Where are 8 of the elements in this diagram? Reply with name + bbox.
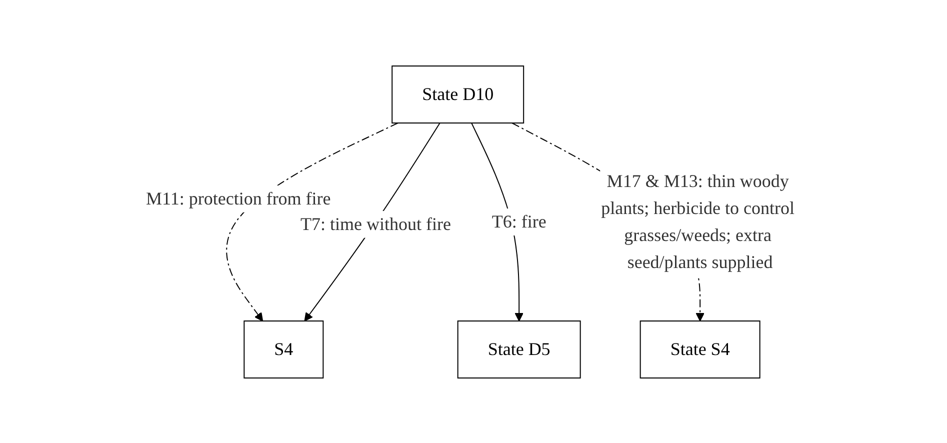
node-box: State S4 [640, 320, 761, 378]
node-box: State D10 [392, 65, 525, 123]
node-box: State D5 [458, 320, 582, 378]
edge-label: M17 & M13: thin woody plants; herbicide to control grasses/weeds; extra seed/plants supplied [602, 170, 795, 272]
node-box: S4 [244, 320, 324, 378]
edge-label: M11: protection from fire [146, 188, 332, 208]
edge-label: T6: fire [492, 210, 547, 231]
edge-label: T7: time without fire [300, 213, 452, 234]
